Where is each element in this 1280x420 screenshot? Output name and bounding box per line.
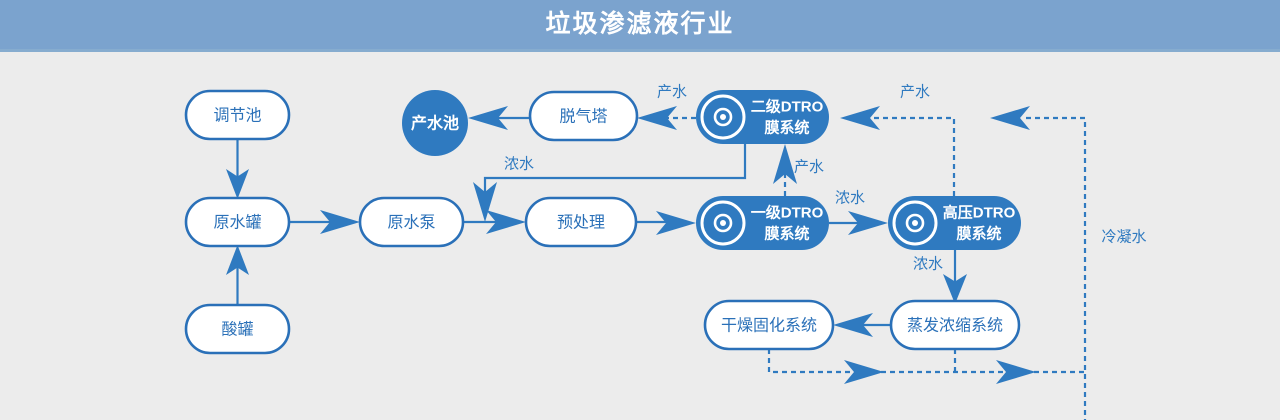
node-dtro-high-pressure[interactable]: 高压DTRO 膜系统 xyxy=(888,196,1021,250)
flowchart-svg: 产水 产水 浓水 产水 浓水 浓水 冷凝水 调节池 原水罐 xyxy=(184,84,1147,420)
edge-dtro1-to-dtro2-permeate xyxy=(773,144,797,196)
edge-condensate-return xyxy=(990,106,1087,420)
edge-dtro2-to-tuoqita xyxy=(637,106,696,130)
edge-zhengfa-to-ganzao xyxy=(833,313,891,337)
node-label-chanshuichi: 产水池 xyxy=(411,114,459,133)
edge-yuchuli-to-dtro1 xyxy=(636,211,696,235)
node-yuanshuiguan[interactable]: 原水罐 xyxy=(184,196,291,248)
node-label-suanguan: 酸罐 xyxy=(221,321,253,339)
node-label-dtrohp-line1: 高压DTRO xyxy=(943,204,1016,222)
node-chanshuichi[interactable]: 产水池 xyxy=(402,90,468,156)
edge-label-lengningshui: 冷凝水 xyxy=(1101,229,1146,246)
node-label-tiaojiechi: 调节池 xyxy=(213,107,261,125)
edge-label-nongshui-mid: 浓水 xyxy=(835,190,865,207)
membrane-icon xyxy=(700,94,746,140)
node-tiaojiechi[interactable]: 调节池 xyxy=(184,89,291,141)
edge-label-nongshui-left: 浓水 xyxy=(504,156,534,173)
node-label-dtro1-line1: 一级DTRO xyxy=(751,204,824,222)
node-label-yuanshuibeng: 原水泵 xyxy=(387,214,435,232)
nodes-layer: 调节池 原水罐 酸罐 原水泵 xyxy=(184,89,1021,355)
edge-labels-layer: 产水 产水 浓水 产水 浓水 浓水 冷凝水 xyxy=(504,84,1147,273)
edge-dtrohp-permeate-to-dtro2 xyxy=(840,106,956,196)
node-label-zhengfanongsuo: 蒸发浓缩系统 xyxy=(907,317,1003,335)
edge-yuanshuiguan-to-yuanshuibeng xyxy=(289,210,360,234)
edge-suanguan-to-yuanshuiguan xyxy=(226,245,249,305)
node-tuoqita[interactable]: 脱气塔 xyxy=(528,90,639,142)
page-title: 垃圾渗滤液行业 xyxy=(545,10,735,38)
edge-bottom-dotted-return xyxy=(767,349,1085,384)
node-label-yuanshuiguan: 原水罐 xyxy=(213,214,261,232)
node-label-yuchuli: 预处理 xyxy=(557,214,605,232)
node-yuchuli[interactable]: 预处理 xyxy=(524,196,638,248)
node-label-dtrohp-line2: 膜系统 xyxy=(956,225,1001,243)
node-dtro1[interactable]: 一级DTRO 膜系统 xyxy=(696,196,829,250)
edges-layer xyxy=(226,106,1087,420)
node-dtro2[interactable]: 二级DTRO 膜系统 xyxy=(696,90,829,144)
edge-label-chanshui-top-left: 产水 xyxy=(657,84,687,101)
page-header: 垃圾渗滤液行业 xyxy=(0,0,1280,52)
node-label-dtro2-line2: 膜系统 xyxy=(764,119,809,137)
edge-yuanshuibeng-to-yuchuli xyxy=(463,210,526,234)
edge-tiaojiechi-to-yuanshuiguan xyxy=(226,139,249,199)
node-yuanshuibeng[interactable]: 原水泵 xyxy=(358,196,465,248)
node-label-dtro2-line1: 二级DTRO xyxy=(751,98,824,116)
node-ganzaoguhua[interactable]: 干燥固化系统 xyxy=(703,299,835,351)
node-label-tuoqita: 脱气塔 xyxy=(559,108,607,126)
flowchart-canvas: 产水 产水 浓水 产水 浓水 浓水 冷凝水 调节池 原水罐 xyxy=(0,52,1280,420)
edge-label-nongshui-down: 浓水 xyxy=(913,256,943,273)
edge-dtro1-to-dtrohp xyxy=(829,211,888,235)
node-label-dtro1-line2: 膜系统 xyxy=(764,225,809,243)
membrane-icon xyxy=(700,200,746,246)
edge-label-chanshui-top-right: 产水 xyxy=(900,84,930,101)
node-suanguan[interactable]: 酸罐 xyxy=(184,303,291,355)
edge-dtro2-concentrate-recycle xyxy=(473,144,747,222)
node-zhengfanongsuo[interactable]: 蒸发浓缩系统 xyxy=(889,299,1021,351)
membrane-icon xyxy=(892,200,938,246)
edge-tuoqita-to-chanshuichi xyxy=(468,106,530,130)
edge-label-chanshui-mid: 产水 xyxy=(794,159,824,176)
edge-dtrohp-to-zhengfa xyxy=(943,250,967,304)
node-label-ganzaoguhua: 干燥固化系统 xyxy=(721,317,817,335)
